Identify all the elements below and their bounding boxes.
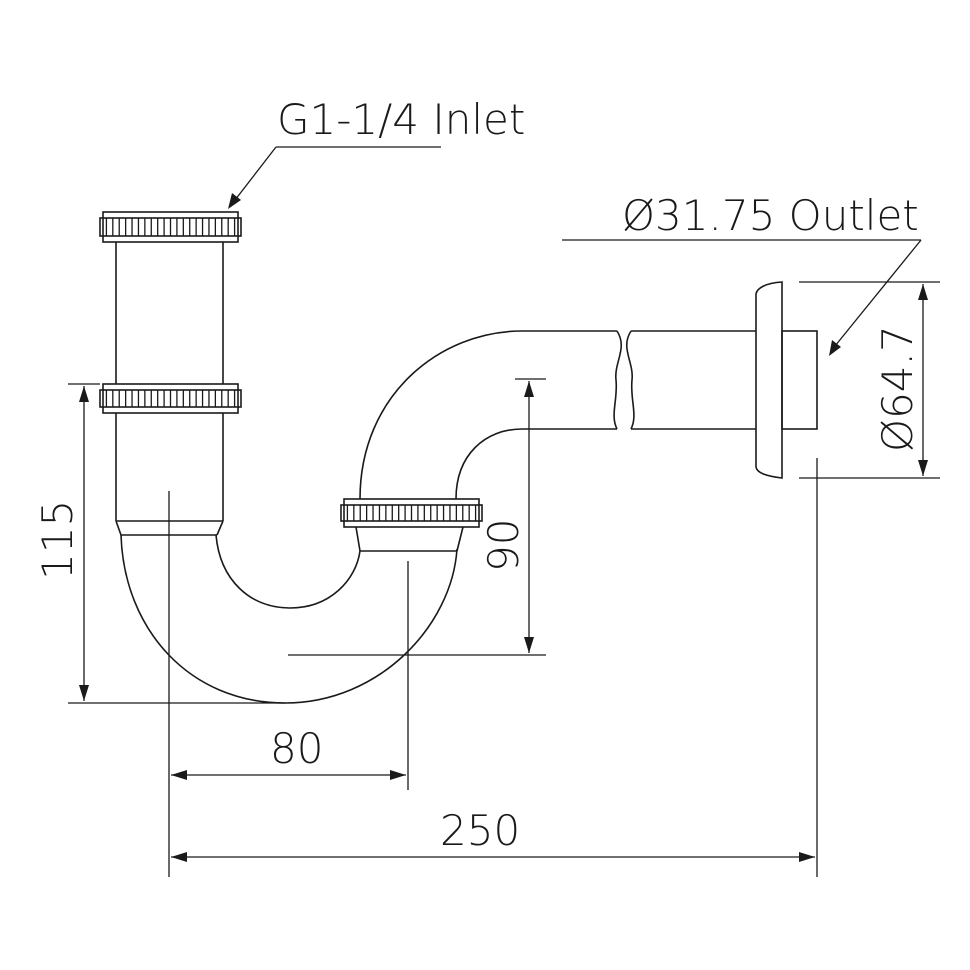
extension-lines <box>168 458 818 877</box>
offset-horizontal-dimension: 80 <box>171 724 406 780</box>
inlet-nut <box>99 211 242 243</box>
flange-diameter-dimension: Ø64.7 <box>799 281 940 479</box>
outlet-callout: Ø31.75 Outlet <box>562 191 922 356</box>
height-left-label: 115 <box>33 500 82 580</box>
middle-nut <box>99 383 242 414</box>
inlet-label: G1-1/4 Inlet <box>277 95 525 144</box>
flange-diameter-label: Ø64.7 <box>873 325 922 452</box>
outlet-label: Ø31.75 Outlet <box>622 191 919 240</box>
overall-length-label: 250 <box>440 806 520 855</box>
offset-horizontal-label: 80 <box>270 724 323 773</box>
height-right-dimension: 90 <box>288 378 546 656</box>
inlet-pipe <box>115 242 224 384</box>
u-bend <box>120 534 458 704</box>
upper-bend <box>359 330 756 500</box>
height-left-dimension: 115 <box>33 383 285 704</box>
inlet-callout: G1-1/4 Inlet <box>228 95 525 209</box>
height-right-label: 90 <box>479 519 528 572</box>
outlet-arrow-icon <box>829 340 841 356</box>
outlet-flange <box>755 281 818 479</box>
overall-length-dimension: 250 <box>171 806 815 862</box>
inlet-arrow-icon <box>228 193 241 209</box>
right-nut <box>340 498 483 552</box>
